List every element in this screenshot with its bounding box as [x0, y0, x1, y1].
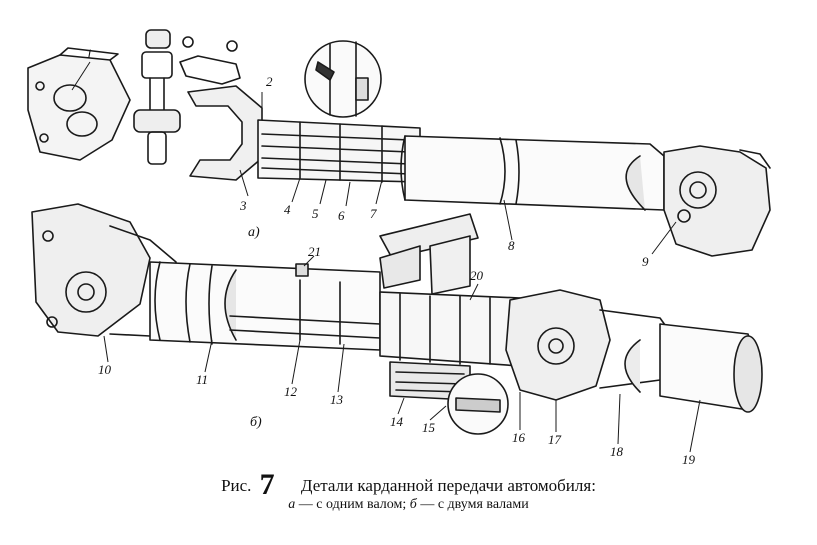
part-number-14: 14: [390, 414, 404, 429]
view-label-a: а): [248, 225, 260, 240]
part-number-8: 8: [508, 238, 515, 253]
part-number-12: 12: [284, 384, 298, 399]
part-number-19: 19: [682, 452, 696, 467]
subcaption-a-text: — с одним валом;: [295, 497, 410, 512]
shaft-b-right: [505, 289, 763, 413]
inset-detail: [304, 40, 382, 118]
part-number-11: 11: [196, 372, 208, 387]
subcaption-b-letter: б: [409, 497, 417, 512]
part-number-7: 7: [370, 206, 377, 221]
caption-number: 7: [259, 468, 275, 501]
part-number-18: 18: [610, 444, 624, 459]
part-number-21: 21: [308, 244, 321, 259]
caption-title: Детали карданной передачи автомобиля:: [300, 476, 596, 495]
part-number-1: 1: [86, 46, 93, 61]
shaft-b-tube: [149, 261, 381, 351]
part-number-17: 17: [548, 432, 562, 447]
caption-prefix: Рис.: [221, 476, 252, 495]
part-number-13: 13: [330, 392, 344, 407]
intermediate-support: [379, 213, 521, 435]
part-number-16: 16: [512, 430, 526, 445]
shaft-a: [187, 85, 771, 257]
part-number-9: 9: [642, 254, 649, 269]
subcaption-a-letter: а: [288, 497, 296, 512]
spider-cross: [133, 29, 241, 165]
figure-subcaption: а — с одним валом; б — с двумя валами: [0, 497, 817, 513]
part-number-3: 3: [239, 198, 247, 213]
part-number-20: 20: [470, 268, 484, 283]
flange-bracket: [27, 47, 131, 161]
part-number-10: 10: [98, 362, 112, 377]
part-number-15: 15: [422, 420, 436, 435]
view-label-b: б): [250, 415, 262, 430]
part-number-6: 6: [338, 208, 345, 223]
subcaption-b-text: — с двумя валами: [416, 497, 529, 512]
part-number-4: 4: [284, 202, 291, 217]
part-number-5: 5: [312, 206, 319, 221]
leader-lines: [71, 61, 701, 453]
figure-caption: Рис. 7 Детали карданной передачи автомоб…: [0, 468, 817, 502]
part-labels: 1 2 3 4 5 6 7 8 9 10 11 12 13 14 15 16 1…: [86, 46, 696, 467]
part-number-2: 2: [266, 74, 273, 89]
